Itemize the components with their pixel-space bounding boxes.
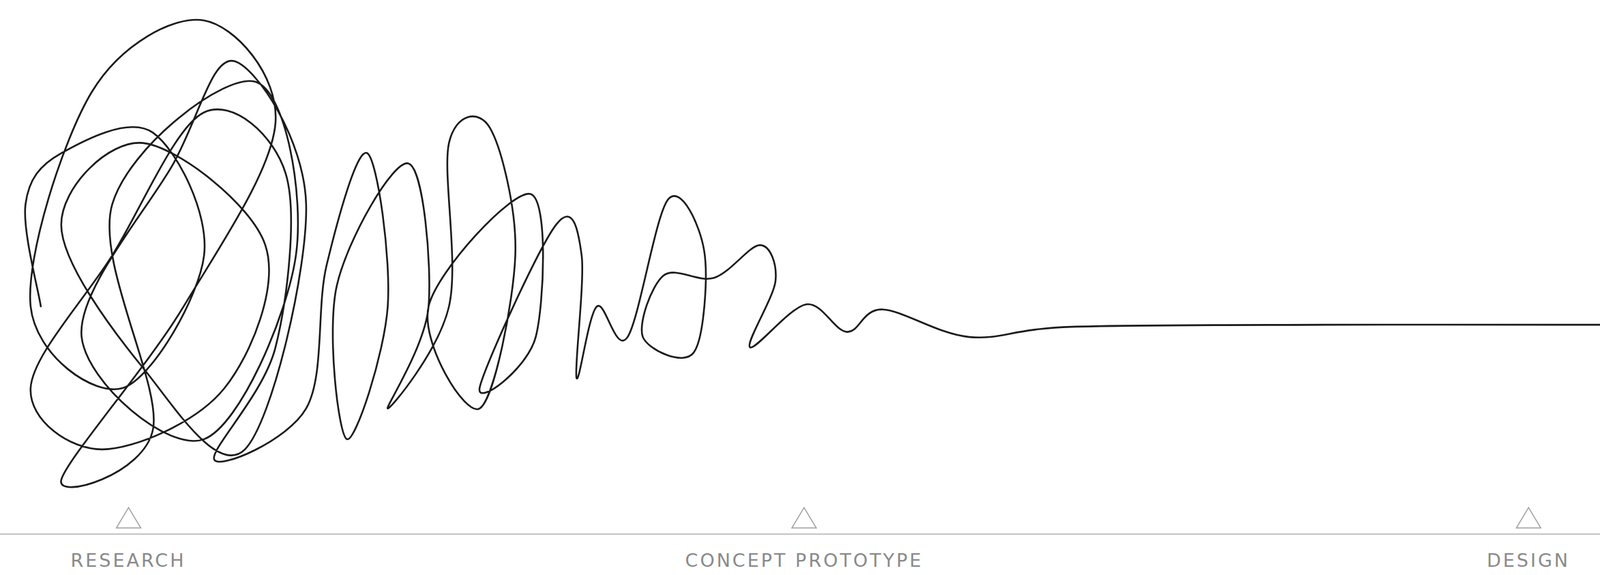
squiggle-line [25, 19, 1600, 487]
milestone-marker [1516, 507, 1541, 528]
stage-label: CONCEPT PROTOTYPE [685, 551, 924, 570]
timeline-axis [0, 533, 1600, 535]
stage-label: RESEARCH [70, 551, 186, 570]
milestone-marker [116, 507, 142, 528]
stage-label: DESIGN [1486, 551, 1570, 570]
milestone-marker [791, 507, 817, 528]
